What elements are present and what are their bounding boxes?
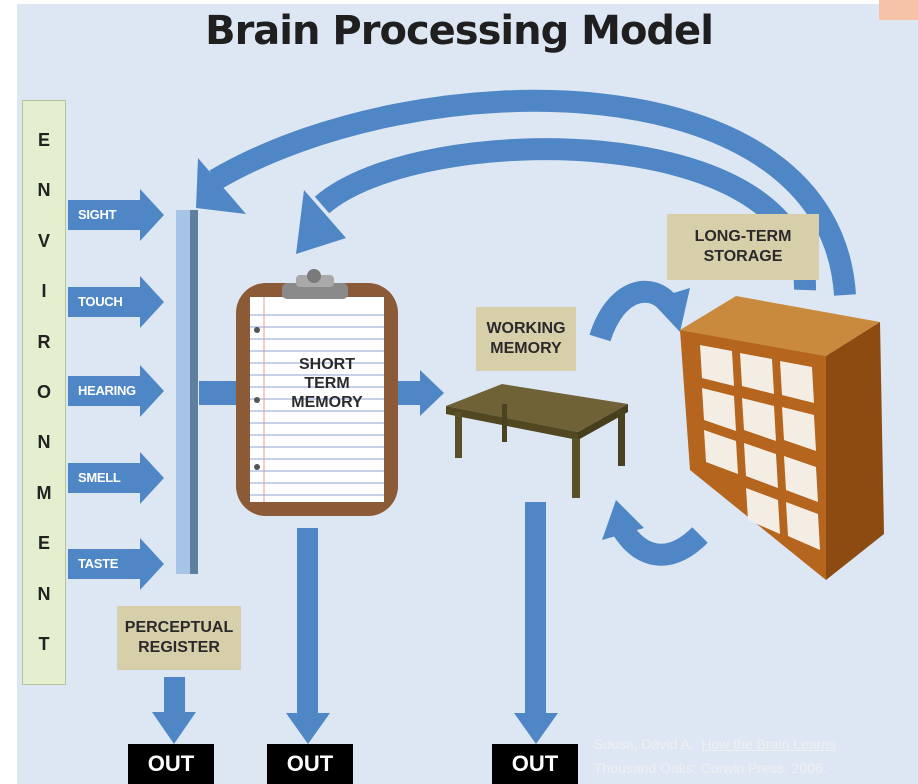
citation-publisher: Thousand Oaks: Corwin Press, 2006.: [594, 759, 827, 776]
feedback-arrow-outer-head: [196, 158, 246, 214]
environment-letter: M: [36, 482, 52, 503]
sight-arrow: [68, 189, 164, 241]
environment-letter: V: [37, 230, 50, 251]
diagram-title: Brain Processing Model: [205, 8, 714, 54]
clipboard-image: [236, 269, 398, 516]
environment-letter: E: [37, 533, 50, 554]
environment-letter: T: [38, 634, 50, 655]
environment-letter: E: [37, 129, 50, 150]
hearing-arrow: [68, 365, 164, 417]
sense-label-sight: SIGHT: [78, 207, 117, 222]
environment-letter: N: [37, 583, 51, 604]
feedback-arrow-inner-head: [296, 190, 346, 254]
register-out-arrow: [152, 677, 196, 744]
stm-out-arrow: [286, 528, 330, 744]
citation-author: Sousa, David A.: [594, 736, 694, 752]
citation-book: How the Brain Learns: [701, 736, 837, 752]
out-label-register: OUT: [128, 744, 214, 784]
environment-letter: N: [37, 180, 51, 201]
environment-letter: O: [36, 381, 51, 402]
storage-to-working-arrow: [610, 519, 708, 566]
sense-label-hearing: HEARING: [78, 383, 136, 398]
working-memory-label: WORKING MEMORY: [476, 307, 576, 371]
smell-arrow: [68, 452, 164, 504]
sense-label-taste: TASTE: [78, 556, 119, 571]
sense-label-touch: TOUCH: [78, 294, 123, 309]
stm-to-working-arrow: [388, 370, 444, 416]
corner-accent: [879, 0, 918, 20]
environment-letter: I: [41, 281, 47, 302]
out-label-working: OUT: [492, 744, 578, 784]
taste-arrow: [68, 538, 164, 590]
environment-letter: N: [37, 432, 51, 453]
environment-letter: R: [37, 331, 51, 352]
storage-cabinet-image: [680, 296, 884, 580]
touch-arrow: [68, 276, 164, 328]
out-label-stm: OUT: [267, 744, 353, 784]
sense-label-smell: SMELL: [78, 470, 121, 485]
working-out-arrow: [514, 502, 558, 744]
perceptual-register-label: PERCEPTUAL REGISTER: [117, 606, 241, 670]
citation: Sousa, David A. How the Brain Learns Tho…: [594, 733, 836, 781]
working-to-storage-arrow-head: [650, 288, 690, 332]
storage-to-working-arrow-head: [602, 500, 644, 540]
table-image: [446, 384, 628, 498]
short-term-memory-label: SHORT TERM MEMORY: [291, 356, 363, 412]
environment-bar: E N V I R O N M E N T: [22, 100, 66, 685]
long-term-storage-label: LONG-TERM STORAGE: [667, 214, 819, 280]
feedback-arrow-outer: [209, 89, 856, 296]
